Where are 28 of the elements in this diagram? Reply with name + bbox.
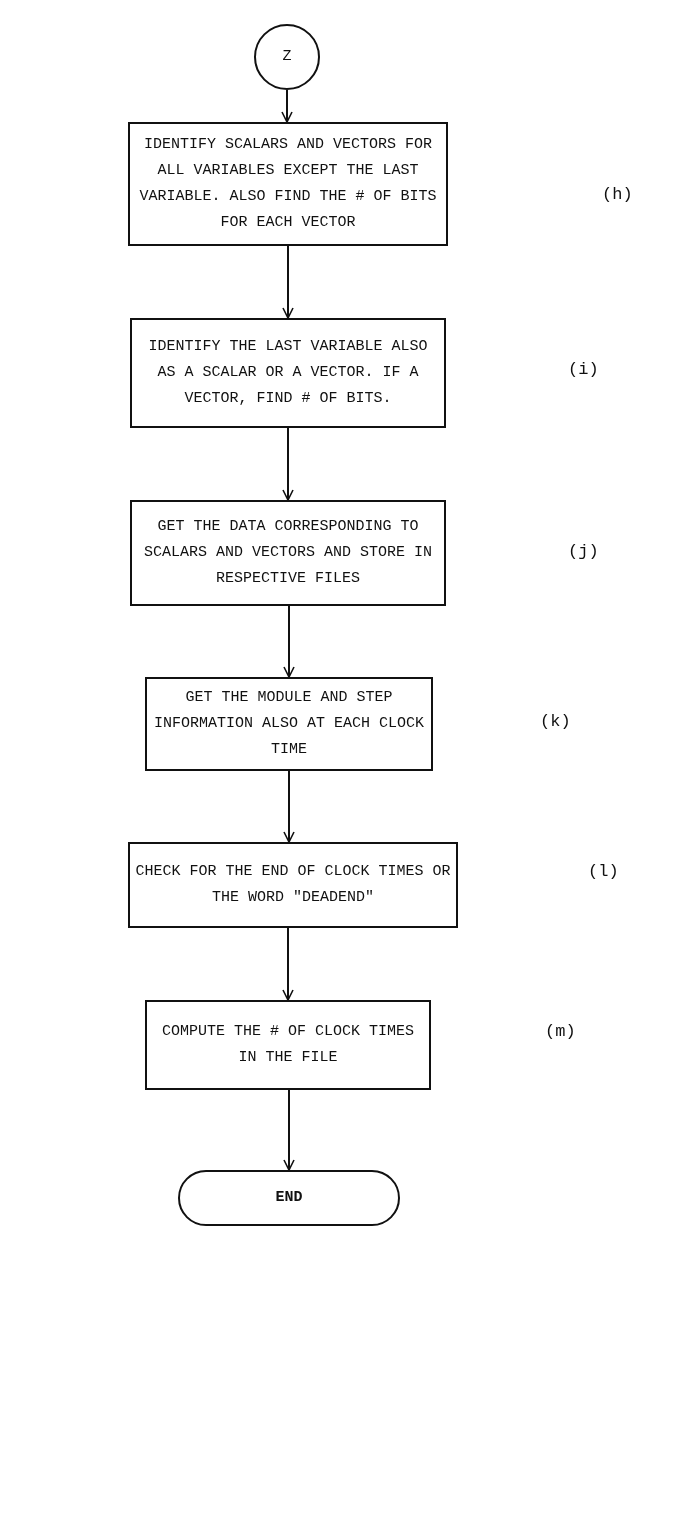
arrow (282, 245, 294, 319)
step-label: (j) (568, 542, 599, 561)
arrow (282, 927, 294, 1001)
step-text: CHECK FOR THE END OF CLOCK TIMES OR THE WORD "DEADEND" (134, 862, 452, 908)
step-text: COMPUTE THE # OF CLOCK TIMES IN THE FILE (160, 1022, 415, 1068)
process-box (130, 500, 446, 606)
process-box (145, 677, 433, 771)
step-text: END (275, 1188, 303, 1208)
arrow (283, 770, 295, 843)
step-text: Z (282, 47, 292, 67)
process-box (130, 318, 446, 428)
process-box (145, 1000, 431, 1090)
step-text: GET THE DATA CORRESPONDING TO SCALARS AND VECTORS AND STORE IN RESPECTIVE FILES (142, 517, 433, 589)
process-box (128, 842, 458, 928)
step-label: (m) (545, 1022, 576, 1041)
arrow (281, 89, 293, 123)
step-label: (i) (568, 360, 599, 379)
step-text: IDENTIFY SCALARS AND VECTORS FOR ALL VARIABLES EXCEPT THE LAST VARIABLE. ALSO FIND THE # OF BITS FOR EACH VECTOR (138, 135, 438, 233)
arrow (282, 427, 294, 501)
step-text: IDENTIFY THE LAST VARIABLE ALSO AS A SCALAR OR A VECTOR. IF A VECTOR, FIND # OF BITS. (147, 337, 429, 409)
arrow (283, 605, 295, 678)
process-box (128, 122, 448, 246)
step-text: GET THE MODULE AND STEP INFORMATION ALSO AT EACH CLOCK TIME (152, 688, 425, 760)
step-label: (k) (540, 712, 571, 731)
step-label: (l) (588, 862, 619, 881)
terminal-stadium (178, 1170, 400, 1226)
step-label: (h) (602, 185, 633, 204)
arrow (283, 1089, 295, 1171)
